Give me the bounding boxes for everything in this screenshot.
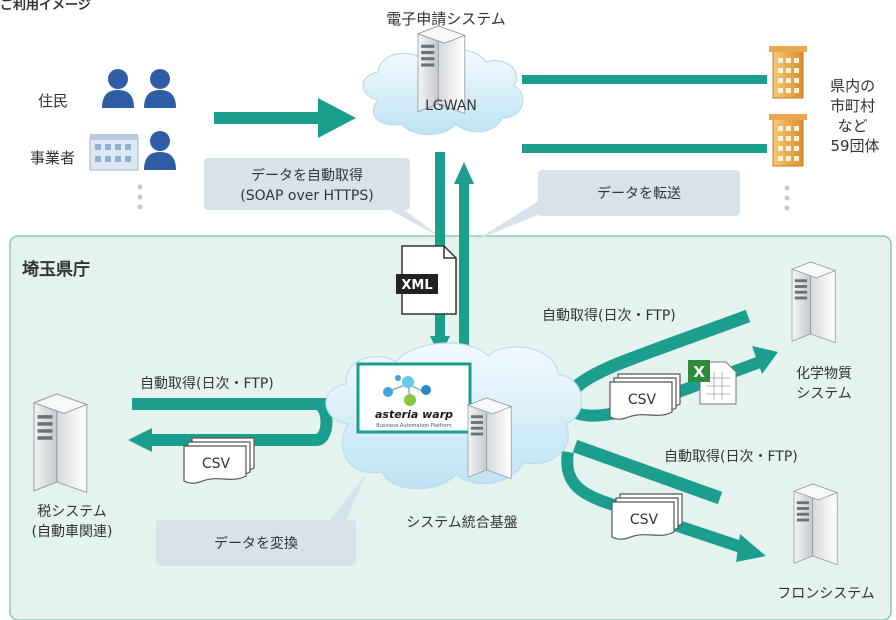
svg-text:CSV: CSV [628,392,657,408]
municipalities-label: 県内の 市町村 など 59団体 [830,77,880,155]
municipality-building-icon [768,45,808,167]
spreadsheet-file-icon: X [688,360,737,405]
asteria-logo: asteria warp Business Automation Platfor… [356,362,472,434]
svg-text:CSV: CSV [630,512,659,528]
chemical-system-label: 化学物質 [796,366,852,382]
svg-text:データを自動取得: データを自動取得 [251,167,363,184]
submit-arrow [214,98,356,138]
svg-text:データを変換: データを変換 [214,535,298,552]
page-title: ご利用イメージ [0,0,91,13]
more-municipalities-dots [784,185,790,211]
integration-server-icon [467,397,512,479]
csv-doc-freon: CSV [611,493,683,540]
xml-file-icon: XML [396,245,457,315]
svg-text:Business Automation Platform: Business Automation Platform [376,423,452,429]
office-building-icon [89,134,139,171]
tax-system-label: 税システム [37,504,107,520]
municipality-links [522,75,767,153]
business-person-icon [144,131,176,170]
tax-system-sub-label: (自動車関連) [32,523,113,540]
svg-text:asteria warp: asteria warp [375,408,453,421]
convert-data-callout: データを変換 [156,474,366,566]
svg-text:データを転送: データを転送 [597,185,681,202]
businesses-label: 事業者 [30,149,75,167]
e-application-label: 電子申請システム [386,10,506,28]
lgwan-label: LGWAN [425,98,477,114]
svg-text:CSV: CSV [202,456,231,472]
residents-icon [102,69,176,108]
svg-text:(SOAP over HTTPS): (SOAP over HTTPS) [240,188,373,204]
prefecture-label: 埼玉県庁 [22,259,90,280]
freon-arrow-head [736,534,766,562]
freon-server-icon [793,483,838,566]
more-users-dots [137,184,143,210]
transfer-data-callout: データを転送 [476,170,740,240]
auto-ftp-chem-label: 自動取得(日次・FTP) [542,307,676,324]
chemical-arrow-head [752,346,778,374]
freon-flow-arrow [572,439,723,505]
residents-label: 住民 [38,92,68,110]
freon-system-label: フロンシステム [777,586,875,602]
svg-text:XML: XML [401,278,432,293]
auto-ftp-left-label: 自動取得(日次・FTP) [140,375,274,392]
integration-label: システム統合基盤 [406,514,518,531]
svg-text:X: X [693,363,705,381]
fetch-data-callout: データを自動取得 (SOAP over HTTPS) [204,158,445,240]
tax-server-icon [33,393,88,493]
chemical-server-icon [791,261,836,343]
chemical-system-sub-label: システム [796,386,852,402]
csv-doc-chem: CSV [609,373,681,420]
tax-arrow-head [128,428,152,452]
csv-doc-left: CSV [183,437,255,484]
auto-ftp-freon-label: 自動取得(日次・FTP) [664,448,798,465]
